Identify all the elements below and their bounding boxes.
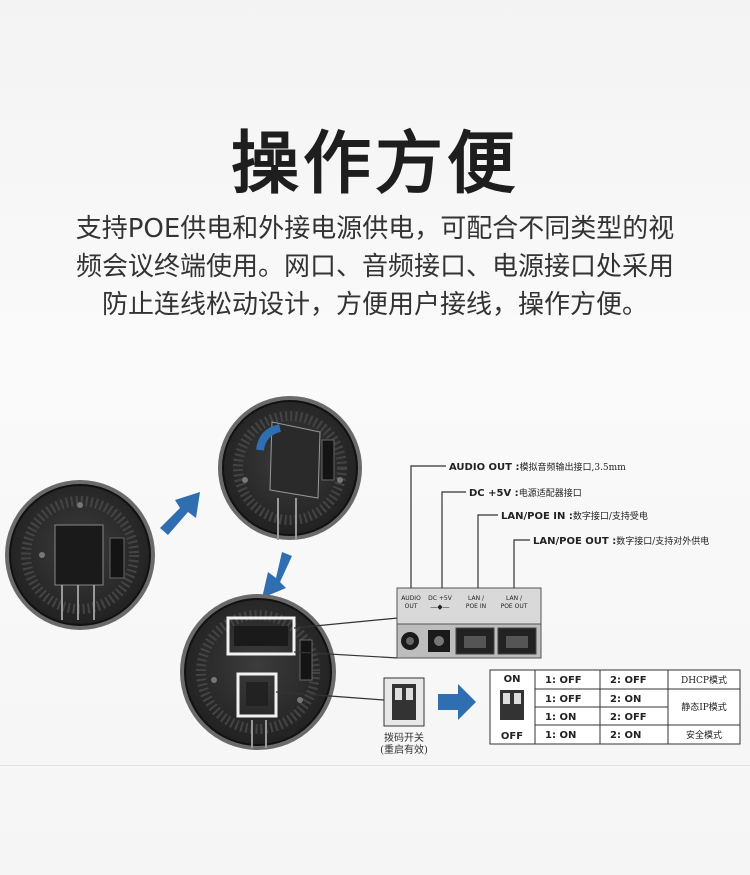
panel-label-audio-2: OUT [405,603,418,610]
row4-switch1: 1: ON [545,730,576,741]
switch-note: (重启有效) [380,743,428,756]
panel-label-poe-out-1: LAN / [506,595,523,602]
connection-diagram: AUDIO OUT DC +5V —◆— LAN / POE IN LAN / … [5,396,741,756]
device-bottom-view-2 [218,396,362,540]
page-title: 操作方便 [230,125,519,204]
svg-text:—◆—: —◆— [430,603,449,611]
switch-caption: 拨码开关 [384,731,424,744]
port-panel: AUDIO OUT DC +5V —◆— LAN / POE IN LAN / … [396,587,542,659]
switch-on-label: ON [504,674,521,685]
divider [0,765,750,766]
arrow-down-icon [262,552,292,598]
panel-label-dc: DC +5V [428,595,453,602]
description-line-2: 频会议终端使用。网口、音频接口、电源接口处采用 [75,252,674,282]
label-poe-in: LAN/POE IN :数字接口/支持受电 [501,510,648,522]
panel-label-poe-in-2: POE IN [466,603,486,610]
arrow-right-icon [438,684,476,720]
row1-switch2: 2: OFF [610,675,647,686]
row4-mode: 安全模式 [686,729,722,741]
arrow-right-icon [160,492,200,535]
description-line-1: 支持POE供电和外接电源供电，可配合不同类型的视 [75,214,675,244]
panel-label-audio-1: AUDIO [401,595,421,602]
device-bottom-view-1 [5,480,155,630]
row1-mode: DHCP模式 [681,674,727,686]
row2-mode: 静态IP模式 [681,701,727,713]
row2-switch2: 2: ON [610,694,641,705]
panel-label-poe-in-1: LAN / [468,595,485,602]
row3-switch2: 2: OFF [610,712,647,723]
label-poe-out: LAN/POE OUT :数字接口/支持对外供电 [533,535,709,547]
description-line-3: 防止连线松动设计，方便用户接线，操作方便。 [101,290,648,320]
panel-label-poe-out-2: POE OUT [501,603,528,610]
label-audio-out: AUDIO OUT :模拟音频输出接口,3.5mm [449,461,626,473]
row1-switch1: 1: OFF [545,675,582,686]
row3-switch1: 1: ON [545,712,576,723]
switch-off-label: OFF [501,731,523,742]
description: 支持POE供电和外接电源供电，可配合不同类型的视 频会议终端使用。网口、音频接口… [40,210,710,324]
dip-switch-illustration [383,677,425,727]
switch-mode-table: ON OFF 1: OFF 2: OFF DHCP模式 1: OFF 2: ON… [489,669,741,745]
row2-switch1: 1: OFF [545,694,582,705]
label-dc-5v: DC +5V :电源适配器接口 [469,487,582,499]
row4-switch2: 2: ON [610,730,641,741]
device-bottom-view-3 [180,594,336,750]
